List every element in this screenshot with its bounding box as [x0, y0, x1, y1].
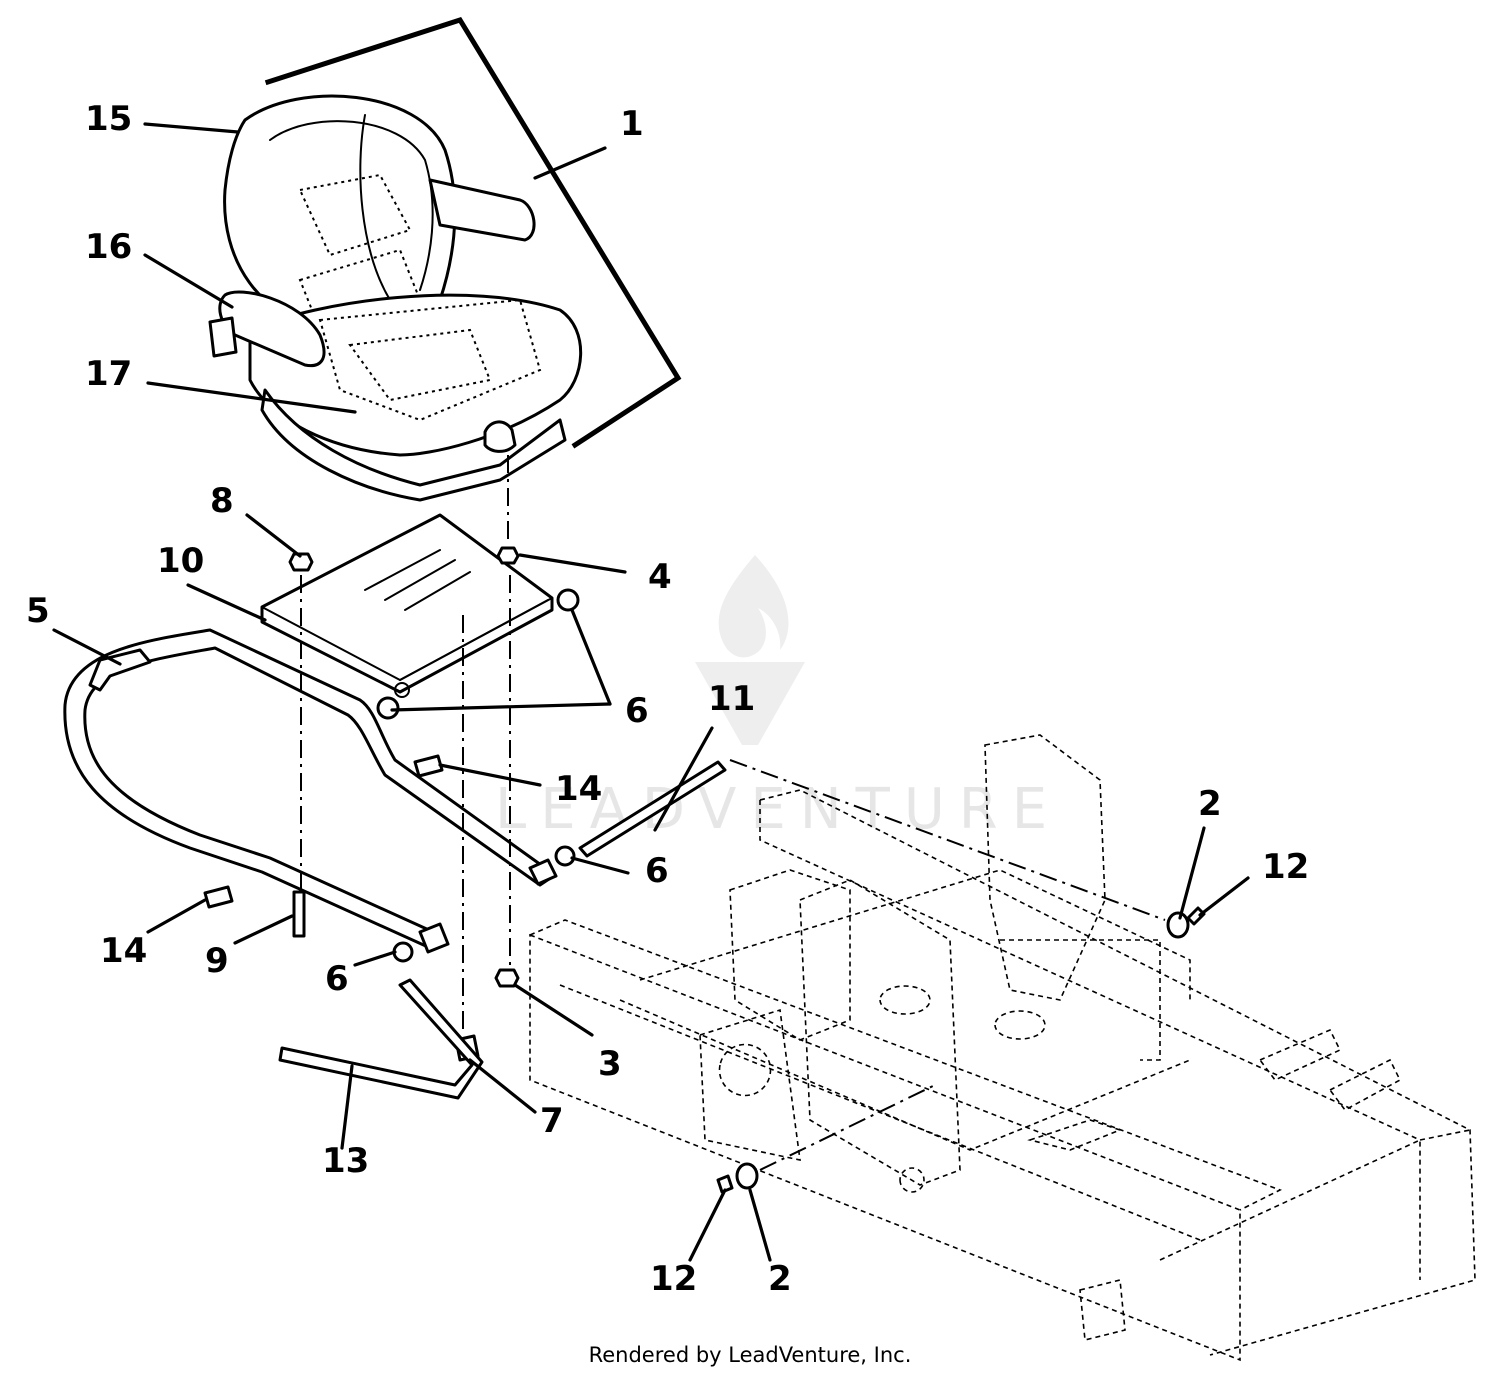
clip-12-right: [1186, 906, 1206, 926]
alignment-lines: [300, 455, 1166, 1171]
callout-13: 13: [322, 1141, 369, 1181]
callout-14-lower: 14: [100, 931, 147, 971]
flame-watermark-icon: [718, 555, 789, 658]
callout-4: 4: [648, 557, 672, 597]
callout-1: 1: [620, 104, 644, 144]
washer-2-left: [735, 1162, 759, 1190]
watermark: LEADVENTURE: [495, 555, 1061, 842]
bolt-9: [292, 890, 306, 938]
callout-12-upper: 12: [1262, 847, 1309, 887]
callout-14-upper: 14: [555, 769, 602, 809]
seat-support-frame: [63, 628, 558, 954]
rod-13: [278, 978, 484, 1100]
mower-frame: [529, 734, 1476, 1362]
callout-8: 8: [210, 481, 234, 521]
watermark-text: LEADVENTURE: [495, 777, 1061, 842]
seat-pan: [260, 513, 554, 698]
screw-14-upper: [413, 754, 444, 778]
bushing-6-mid: [554, 845, 576, 867]
callout-3: 3: [598, 1044, 622, 1084]
callout-7: 7: [540, 1101, 564, 1141]
bushing-6-bottom: [392, 941, 414, 963]
callout-6-middle: 6: [645, 851, 669, 891]
callout-2-upper: 2: [1198, 784, 1222, 824]
seat-assembly: [208, 94, 583, 502]
hardware: [203, 546, 1206, 1194]
bushing-6-top: [556, 588, 580, 612]
callouts: 1 2 2 3 4 5 6 6 6 7 8 9 10 11 12 12 13 1…: [26, 99, 1309, 1299]
clip-12-left: [716, 1174, 734, 1194]
seat-handle: [88, 648, 152, 692]
callout-11: 11: [708, 679, 755, 719]
callout-12-lower: 12: [650, 1259, 697, 1299]
seat-base: [260, 388, 567, 502]
footer-credit: Rendered by LeadVenture, Inc.: [588, 1343, 912, 1367]
washer-2-right: [1166, 911, 1190, 939]
callout-6-lower: 6: [325, 959, 349, 999]
callout-9: 9: [205, 941, 229, 981]
seat-lever: [208, 316, 238, 358]
frame-pin-rear: [418, 922, 450, 954]
callout-2-lower: 2: [768, 1259, 792, 1299]
callout-6-upper: 6: [625, 691, 649, 731]
callout-15: 15: [85, 99, 132, 139]
leader-lines: [52, 122, 1250, 1262]
armrest-right: [428, 178, 536, 242]
seat-assembly-bracket: [264, 17, 682, 449]
rod-11: [578, 760, 727, 858]
nut-4: [496, 546, 520, 565]
callout-16: 16: [85, 227, 132, 267]
frame-pin-front: [528, 858, 558, 886]
v-watermark-icon: [695, 662, 805, 745]
bushing-6-left: [376, 696, 400, 720]
callout-10: 10: [157, 541, 204, 581]
seat-backrest: [223, 94, 457, 332]
callout-17: 17: [85, 354, 132, 394]
callout-5: 5: [26, 591, 50, 631]
seat-cushion: [248, 293, 583, 457]
nut-8: [288, 552, 314, 572]
screw-14-lower: [203, 885, 234, 909]
seat-adjust-knob: [483, 420, 517, 453]
